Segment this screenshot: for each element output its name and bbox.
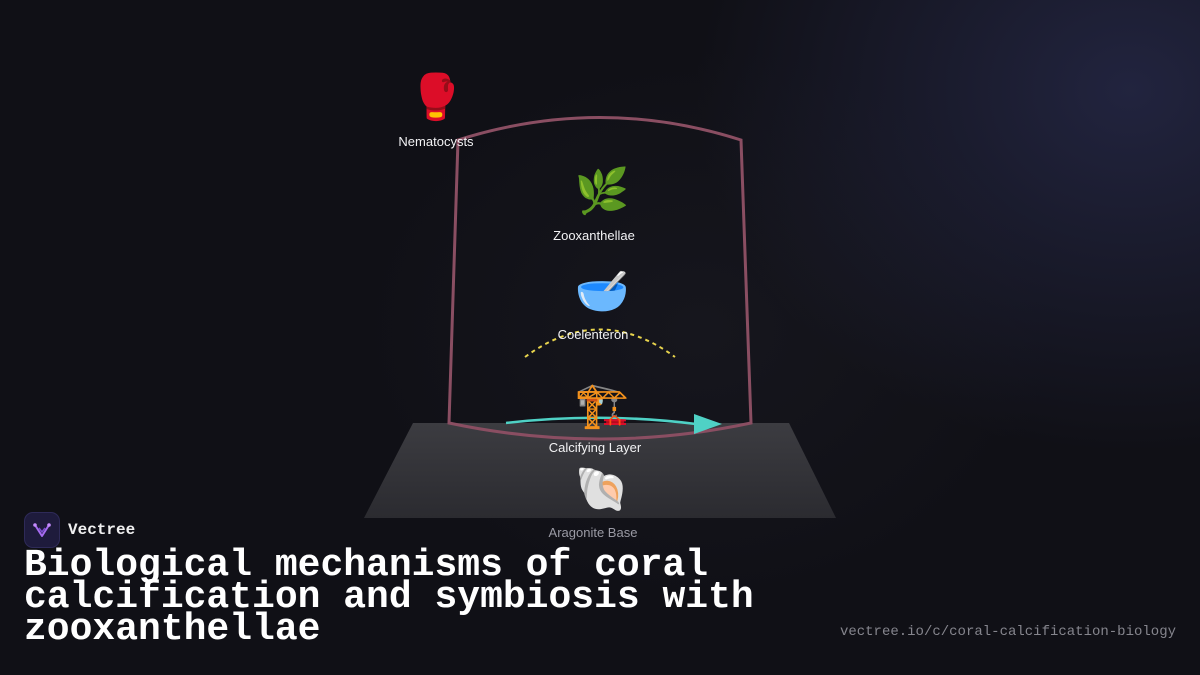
aragonite-base-label: Aragonite Base [548,525,638,540]
source-url[interactable]: vectree.io/c/coral-calcification-biology [839,624,1176,640]
boxing-glove-icon: 🥊 [408,72,464,123]
construction-crane-icon: 🏗️ [574,380,630,431]
zooxanthellae-label: Zooxanthellae [553,228,635,243]
brand-name: Vectree [68,521,136,539]
polyp-body-outline [447,116,753,441]
coelenteron-label: Coelenteron [557,327,629,342]
vectree-logo-icon [24,512,60,548]
coelenteron-dashed-arc [524,328,676,358]
spiral-shell-icon: 🐚 [574,464,630,515]
ion-flow-line [505,416,697,426]
brand[interactable]: Vectree [24,512,135,548]
herb-icon: 🌿 [574,166,630,217]
page-title: Biological mechanisms of coral calcifica… [24,544,754,651]
bowl-icon: 🥣 [574,266,630,317]
nematocysts-label: Nematocysts [398,134,474,149]
aragonite-base-plate [364,423,836,518]
calcifying-layer-label: Calcifying Layer [548,440,642,455]
ion-flow-arrowhead [694,414,722,434]
